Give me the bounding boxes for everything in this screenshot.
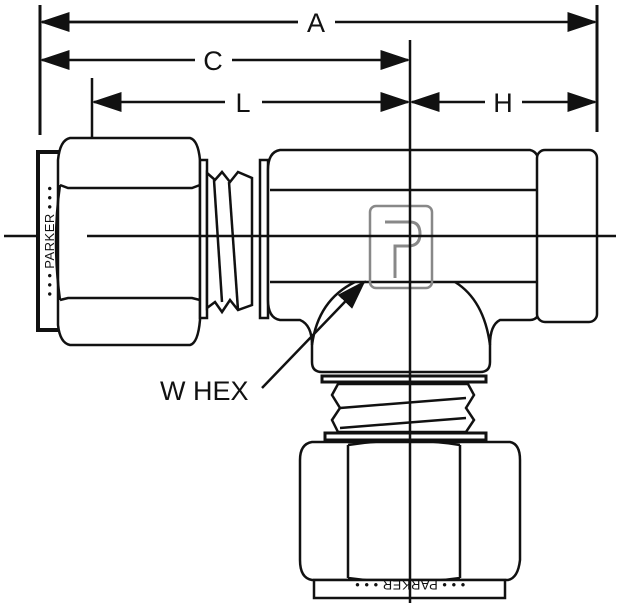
w-hex-callout: W HEX bbox=[160, 280, 366, 406]
dimension-a-label: A bbox=[307, 8, 325, 38]
dimension-h-label: H bbox=[493, 88, 513, 118]
dimension-c-label: C bbox=[203, 46, 223, 76]
left-nut-marking: • • • PARKER • • • bbox=[42, 186, 57, 296]
dimension-l: L bbox=[91, 88, 411, 118]
w-hex-label: W HEX bbox=[160, 376, 249, 406]
dimension-c: C bbox=[39, 46, 411, 76]
dimension-h: H bbox=[409, 88, 598, 118]
dimension-l-label: L bbox=[235, 88, 250, 118]
dimension-a: A bbox=[39, 8, 598, 38]
centerlines bbox=[4, 40, 616, 603]
tee-body bbox=[266, 148, 599, 374]
left-nut: • • • PARKER • • • bbox=[36, 136, 270, 347]
